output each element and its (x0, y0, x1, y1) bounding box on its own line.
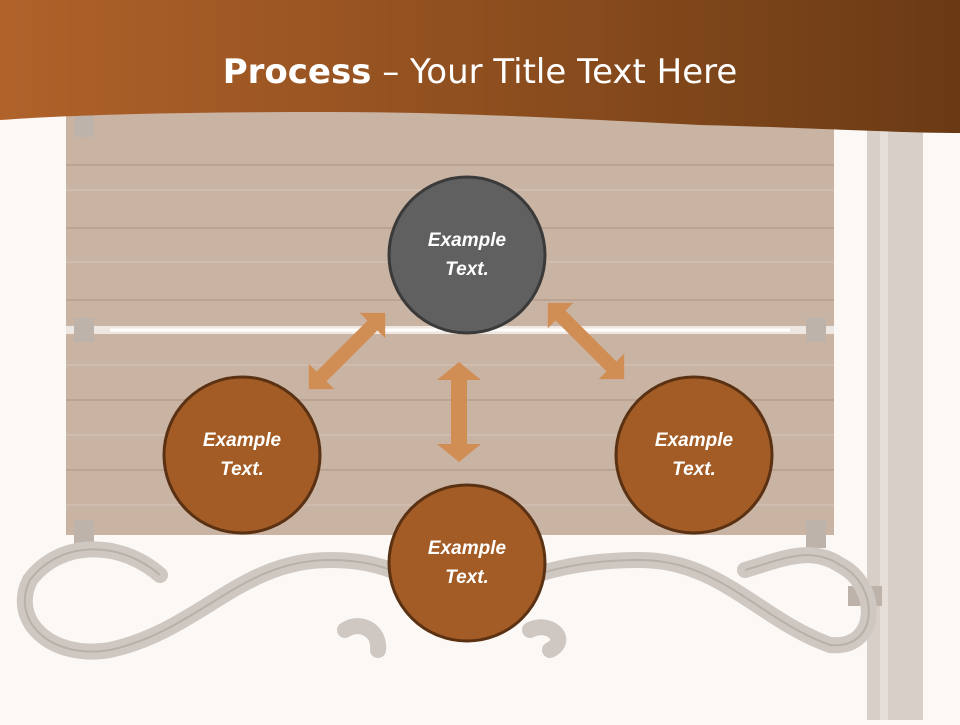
slide-title: Process – Your Title Text Here (0, 52, 960, 92)
arrow-right-top (547, 302, 625, 380)
process-circle-bottom (387, 483, 547, 643)
connector-arrows (308, 302, 625, 462)
signpost-pole (867, 95, 923, 720)
arrow-center-vertical (437, 362, 481, 462)
header-banner (0, 0, 960, 133)
process-circle-left (162, 375, 322, 535)
process-circle-right (614, 375, 774, 535)
slide-title-bold: Process (222, 52, 372, 92)
slide-title-rest: – Your Title Text Here (371, 52, 738, 92)
process-circle-top (387, 175, 547, 335)
arrow-left-top (308, 312, 386, 390)
